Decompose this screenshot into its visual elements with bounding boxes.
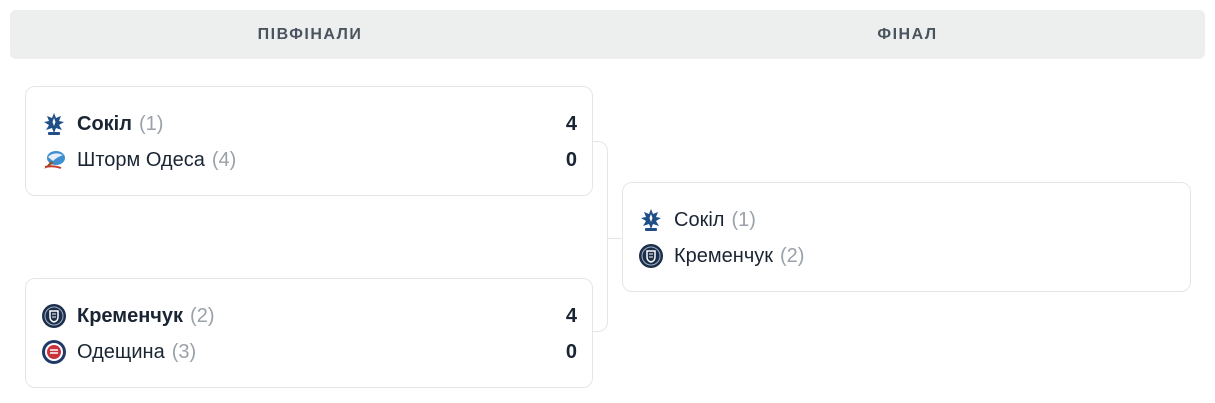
team-score: 4 [565, 304, 577, 327]
team-name: Кременчук [77, 304, 184, 327]
team-seed: (3) [171, 340, 197, 363]
odeshchyna-logo-icon [42, 340, 66, 364]
team-seed: (2) [190, 304, 215, 327]
bracket-connector-bottom [592, 238, 608, 332]
semifinal-match-2[interactable]: Кременчук (2) 4 Одещина (3) 0 [25, 278, 593, 388]
final-title: ФІНАЛ [877, 26, 938, 43]
team-row[interactable]: Кременчук (2) 4 [41, 302, 577, 330]
rounds-header: ПІВФІНАЛИ ФІНАЛ [10, 10, 1205, 59]
team-row[interactable]: Кременчук (2) [638, 242, 1175, 270]
team-seed: (4) [211, 148, 237, 171]
kremenchuk-logo-icon [639, 244, 663, 268]
sokil-logo-icon [641, 209, 661, 231]
final-match[interactable]: Сокіл (1) Кременчук (2) [622, 182, 1191, 292]
shtorm-odesa-logo-icon [44, 151, 65, 169]
team-seed: (1) [138, 112, 164, 135]
kremenchuk-logo-icon [42, 304, 66, 328]
team-name: Сокіл [674, 208, 725, 231]
bracket-connector-mid [607, 238, 623, 239]
semifinal-match-1[interactable]: Сокіл (1) 4 Шторм Одеса (4) 0 [25, 86, 593, 196]
team-row[interactable]: Сокіл (1) 4 [41, 110, 577, 138]
team-seed: (2) [779, 244, 805, 267]
team-row[interactable]: Одещина (3) 0 [41, 338, 577, 366]
team-row[interactable]: Шторм Одеса (4) 0 [41, 146, 577, 174]
bracket-connector-top [592, 141, 608, 239]
team-score: 0 [565, 148, 577, 171]
semifinals-title: ПІВФІНАЛИ [257, 26, 363, 43]
team-seed: (1) [731, 208, 756, 231]
sokil-logo-icon [44, 113, 64, 135]
team-name: Кременчук [674, 244, 773, 267]
team-score: 4 [565, 112, 577, 135]
team-name: Сокіл [77, 112, 132, 135]
team-score: 0 [565, 340, 577, 363]
team-name: Шторм Одеса [77, 148, 205, 171]
team-row[interactable]: Сокіл (1) [638, 206, 1175, 234]
team-name: Одещина [77, 340, 165, 363]
